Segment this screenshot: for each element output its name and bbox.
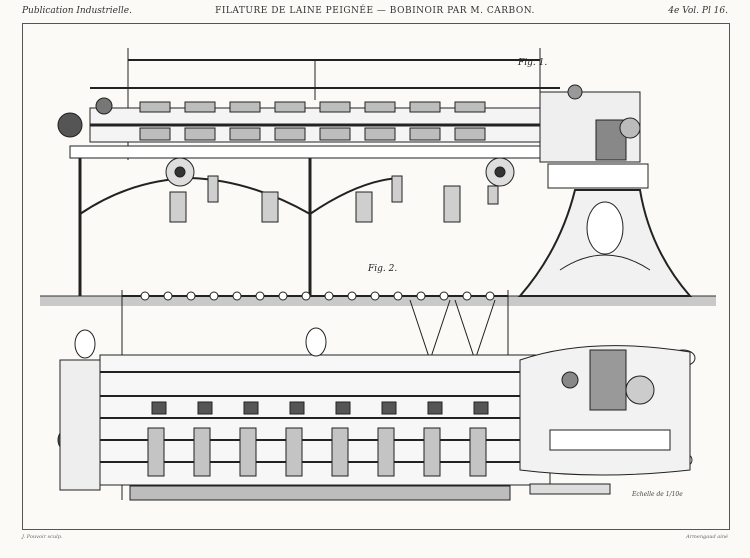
publication-label: Publication Industrielle. xyxy=(22,6,132,16)
scale-label: Echelle de 1/10e xyxy=(632,491,683,498)
fig1-label: Fig. 1. xyxy=(518,58,548,68)
draughtsman-credit: Armengaud ainé xyxy=(686,534,728,540)
engraver-credit: J. Pouvoir sculp. xyxy=(22,534,63,540)
fig2-label: Fig. 2. xyxy=(368,264,398,274)
volume-plate-number: 4e Vol. Pl 16. xyxy=(668,6,728,16)
plate-frame xyxy=(22,23,730,530)
fig2-plan xyxy=(57,290,696,501)
plate-title: FILATURE DE LAINE PEIGNÉE — BOBINOIR PAR… xyxy=(215,6,535,16)
fig1-elevation xyxy=(57,48,693,297)
